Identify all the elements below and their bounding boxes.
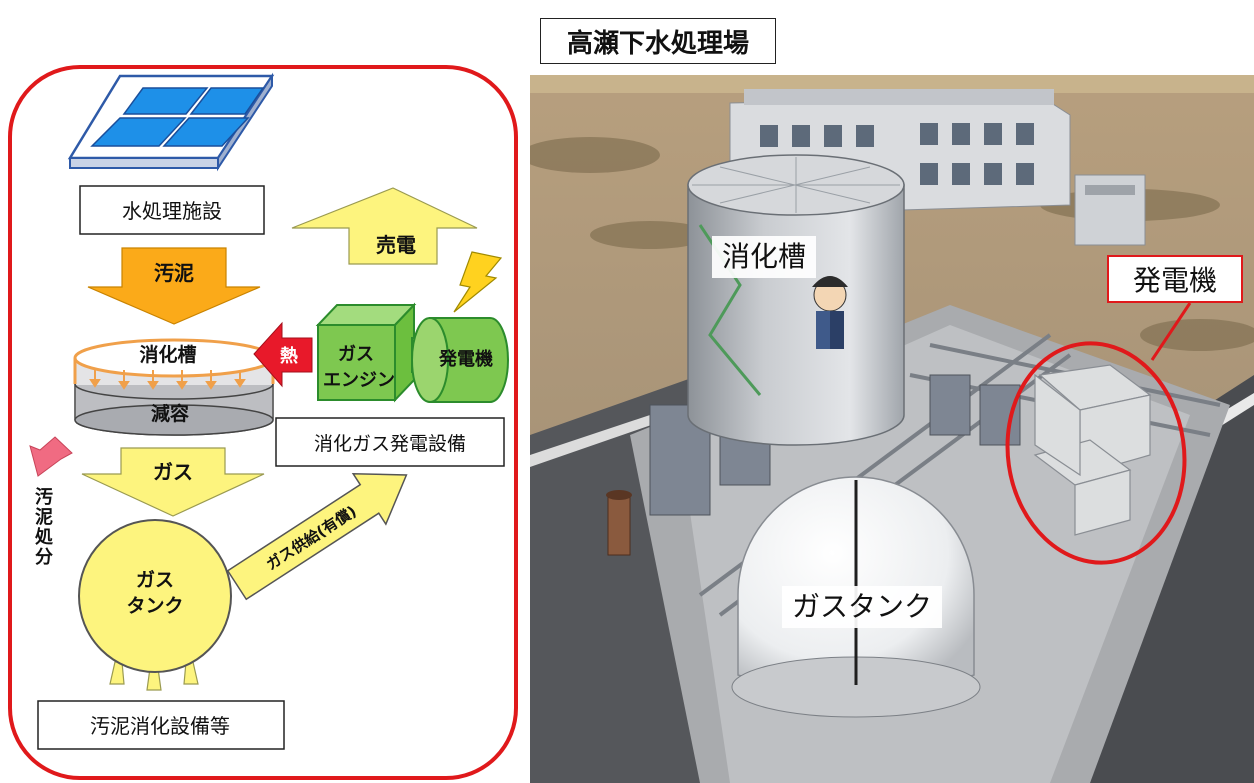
sludge-digestion-facility-label: 汚泥消化設備等 xyxy=(90,714,230,738)
gas-tank-icon xyxy=(78,519,232,691)
sludge-arrow xyxy=(87,247,261,325)
photo-title: 高瀬下水処理場 xyxy=(540,18,776,64)
heat-arrow xyxy=(253,321,313,388)
photo-label-gas-tank: ガスタンク xyxy=(782,586,943,628)
gas-power-facility-label: 消化ガス発電設備 xyxy=(314,433,466,455)
volume-reduction-label: 減容 xyxy=(151,402,189,425)
gas-tank-label-line2: タンク xyxy=(126,595,183,617)
system-boundary-frame xyxy=(8,65,518,780)
lightning-icon xyxy=(453,251,503,313)
gas-arrow-label: ガス xyxy=(153,460,193,484)
gas-engine-label-line2: エンジン xyxy=(323,370,395,391)
mascot-figure xyxy=(812,276,848,349)
gas-arrow xyxy=(81,447,265,517)
photo-label-generator: 発電機 xyxy=(1107,255,1243,303)
water-treatment-label: 水処理施設 xyxy=(122,199,222,223)
sludge-disposal-arrow xyxy=(29,436,73,477)
generator-icon xyxy=(411,317,509,403)
facility-photo xyxy=(530,75,1254,783)
digester-label: 消化槽 xyxy=(139,343,196,366)
generator-label: 発電機 xyxy=(438,348,493,370)
power-sale-label: 売電 xyxy=(376,233,416,257)
water-treatment-tank-icon xyxy=(67,72,275,172)
gas-supply-arrow xyxy=(226,473,408,601)
power-sale-arrow xyxy=(291,187,478,265)
sludge-arrow-label: 汚泥 xyxy=(154,261,194,285)
digester-tank-icon xyxy=(73,338,275,436)
photo-label-digester: 消化槽 xyxy=(712,236,817,278)
gas-engine-label-line1: ガス xyxy=(338,344,374,365)
sludge-disposal-label: 汚泥処分 xyxy=(35,487,54,568)
gas-tank-label-line1: ガス xyxy=(136,569,174,591)
heat-label: 熱 xyxy=(280,345,298,367)
